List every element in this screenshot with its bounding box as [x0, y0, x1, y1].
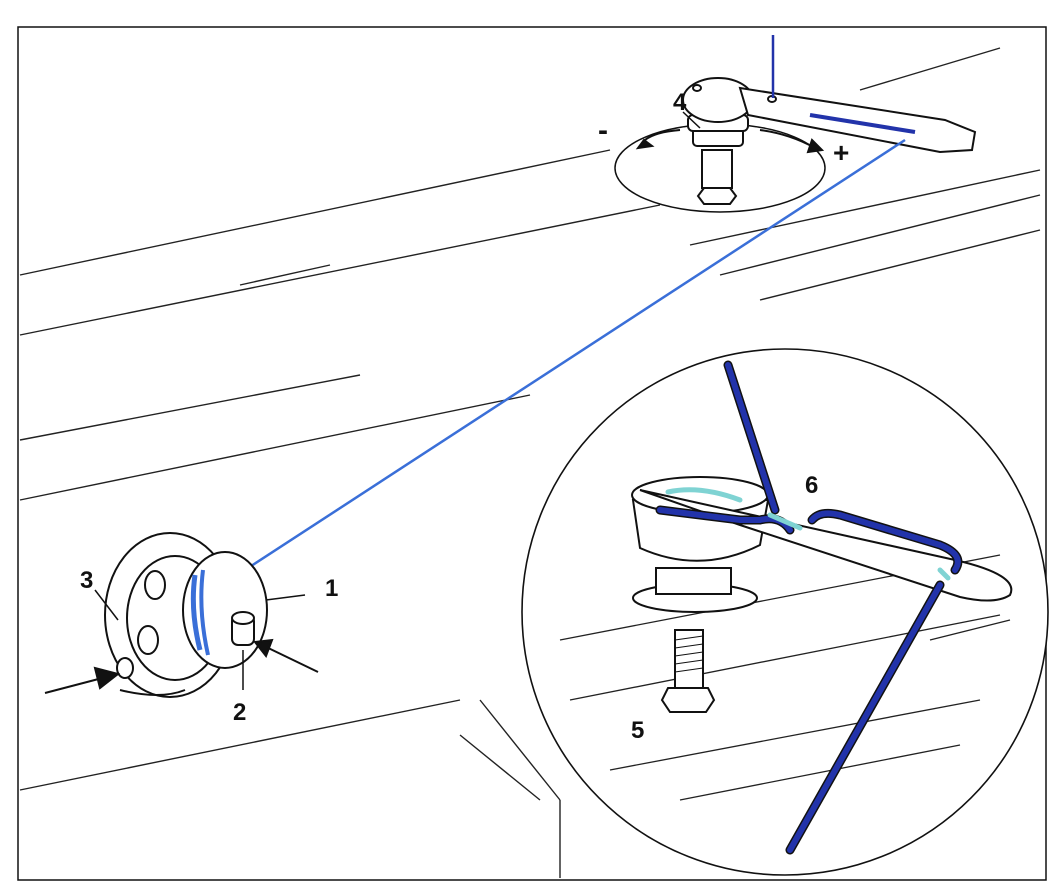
label-4: 4 [673, 89, 687, 116]
tension-assembly-top [614, 35, 977, 213]
label-1: 1 [325, 575, 338, 602]
lock-nut [660, 687, 716, 713]
callout-labels: 1 2 3 4 5 6 - + [80, 89, 849, 744]
detail-magnifier [521, 348, 1049, 876]
frame-border [17, 26, 1047, 881]
thread-line [221, 138, 906, 587]
bobbin-case-group [104, 532, 268, 698]
label-2: 2 [233, 699, 246, 726]
label-6: 6 [805, 472, 818, 499]
pointer-arrows-left [44, 638, 319, 694]
label-plus: + [833, 137, 849, 168]
label-3: 3 [80, 567, 93, 594]
machine-bed-lines [19, 47, 1041, 878]
label-minus: - [598, 114, 608, 147]
detail-circle [521, 348, 1049, 876]
label-5: 5 [631, 717, 644, 744]
